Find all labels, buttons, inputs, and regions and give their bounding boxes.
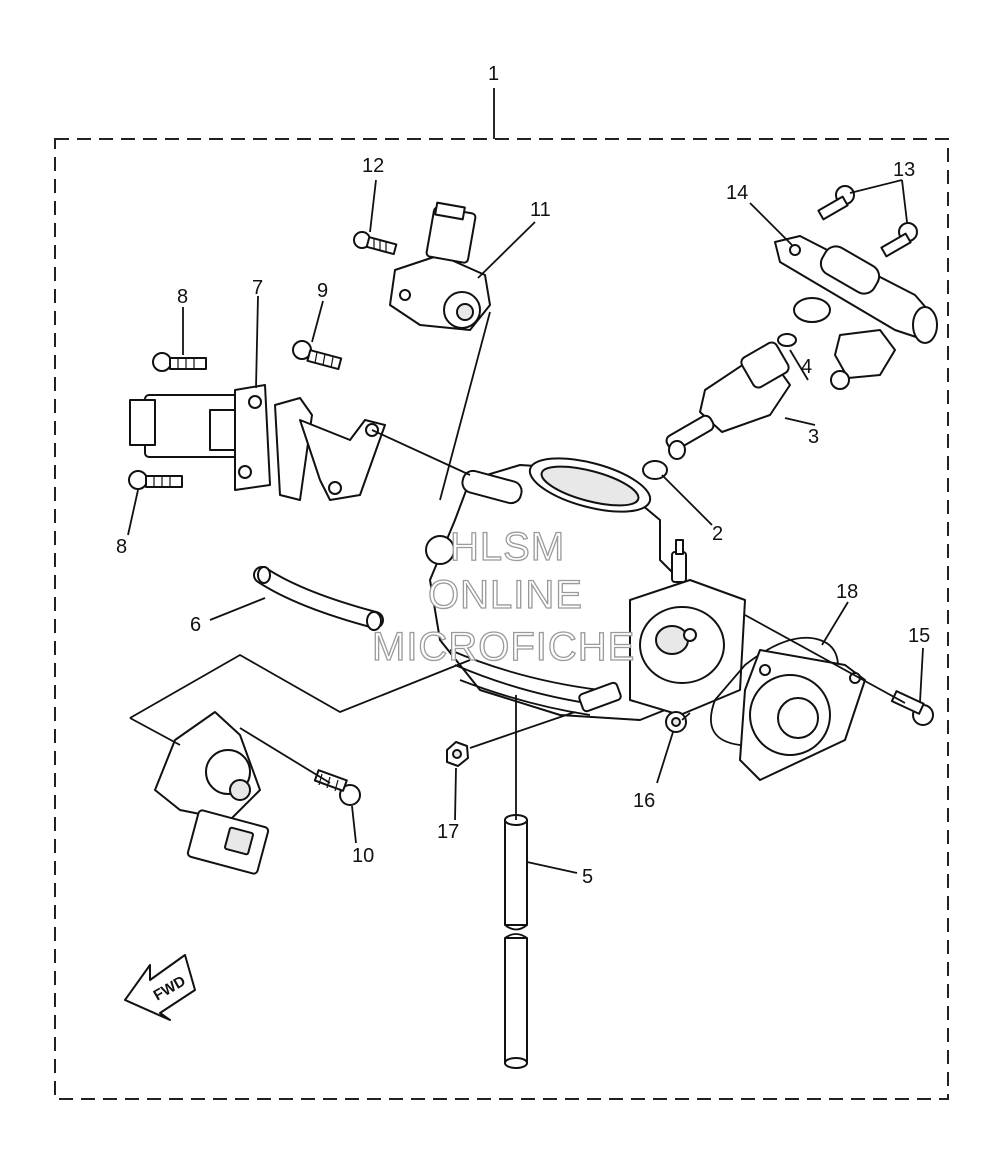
watermark: HLSM ONLINE MICROFICHE: [371, 524, 635, 669]
nut-16: [665, 711, 687, 733]
throttle-position-sensor: [389, 201, 491, 331]
watermark-line-1: HLSM: [450, 525, 565, 569]
callout-8b: 8: [116, 536, 127, 558]
callout-18: 18: [836, 581, 858, 603]
hose-6: [253, 566, 384, 631]
sensor-connector-7: [129, 384, 271, 491]
callout-15: 15: [908, 625, 930, 647]
throttle-body: [425, 457, 746, 721]
leader-lines: [127, 179, 924, 874]
callout-6: 6: [190, 614, 201, 636]
fwd-arrow-icon: FWD: [124, 954, 196, 1021]
sensor-10: [154, 711, 270, 875]
cover-gasket-18: [710, 636, 866, 781]
callout-3: 3: [808, 426, 819, 448]
callout-labels: 1 2 3 4 5 6 7 8 8 9 10 11 12 13 14 15 16…: [116, 63, 930, 888]
screw-8-bottom: [128, 470, 183, 490]
mounting-bracket: [274, 397, 386, 501]
callout-4: 4: [801, 356, 812, 378]
callout-14: 14: [726, 182, 748, 204]
fuel-rail-14: [774, 235, 938, 390]
watermark-line-2: ONLINE: [428, 573, 583, 617]
tube-5: [504, 814, 528, 1069]
callout-16: 16: [633, 790, 655, 812]
screw-12: [353, 231, 398, 256]
callout-11: 11: [530, 199, 551, 221]
screw-8-top: [152, 352, 207, 372]
screw-15: [890, 690, 934, 726]
callout-1: 1: [488, 63, 499, 85]
callout-12: 12: [362, 155, 384, 177]
nut-17: [446, 741, 469, 767]
screw-13-bottom: [880, 222, 918, 258]
screw-10: [313, 769, 361, 806]
callout-5: 5: [582, 866, 593, 888]
callout-9: 9: [317, 280, 328, 302]
callout-13: 13: [893, 159, 915, 181]
callout-2: 2: [712, 523, 723, 545]
o-ring-4: [777, 333, 797, 347]
callout-10: 10: [352, 845, 374, 867]
screw-13-top: [817, 185, 855, 221]
callout-8a: 8: [177, 286, 188, 308]
assembly-boundary: [54, 138, 949, 1100]
callout-7: 7: [252, 277, 263, 299]
screw-9: [292, 340, 343, 371]
seal-2: [642, 460, 668, 480]
callout-17: 17: [437, 821, 459, 843]
watermark-line-3: MICROFICHE: [372, 625, 635, 669]
fuel-injector-3: [665, 341, 791, 460]
